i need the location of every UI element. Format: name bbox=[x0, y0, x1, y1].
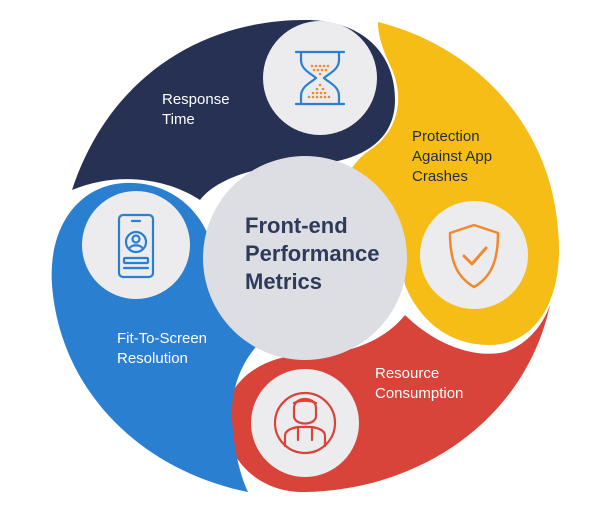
protection-label-line1: Protection bbox=[412, 128, 480, 145]
hourglass-icon bbox=[263, 21, 377, 135]
fit-to-screen-label-line1: Fit-To-Screen bbox=[117, 330, 207, 347]
center-title-line1: Front-end bbox=[245, 213, 348, 238]
protection-label-line2: Against App bbox=[412, 148, 492, 165]
fit-to-screen-label-line2: Resolution bbox=[117, 350, 188, 367]
response-time-label-line2: Time bbox=[162, 111, 195, 128]
protection-label-line3: Crashes bbox=[412, 168, 468, 185]
center-title-line3: Metrics bbox=[245, 269, 322, 294]
resource-label-line1: Resource bbox=[375, 365, 439, 382]
person-icon bbox=[251, 369, 359, 477]
center-title-line2: Performance bbox=[245, 241, 380, 266]
center-circle bbox=[203, 156, 407, 360]
shield-check-icon bbox=[420, 201, 528, 309]
mobile-profile-icon bbox=[82, 191, 190, 299]
resource-label-line2: Consumption bbox=[375, 385, 463, 402]
response-time-label-line1: Response bbox=[162, 91, 230, 108]
